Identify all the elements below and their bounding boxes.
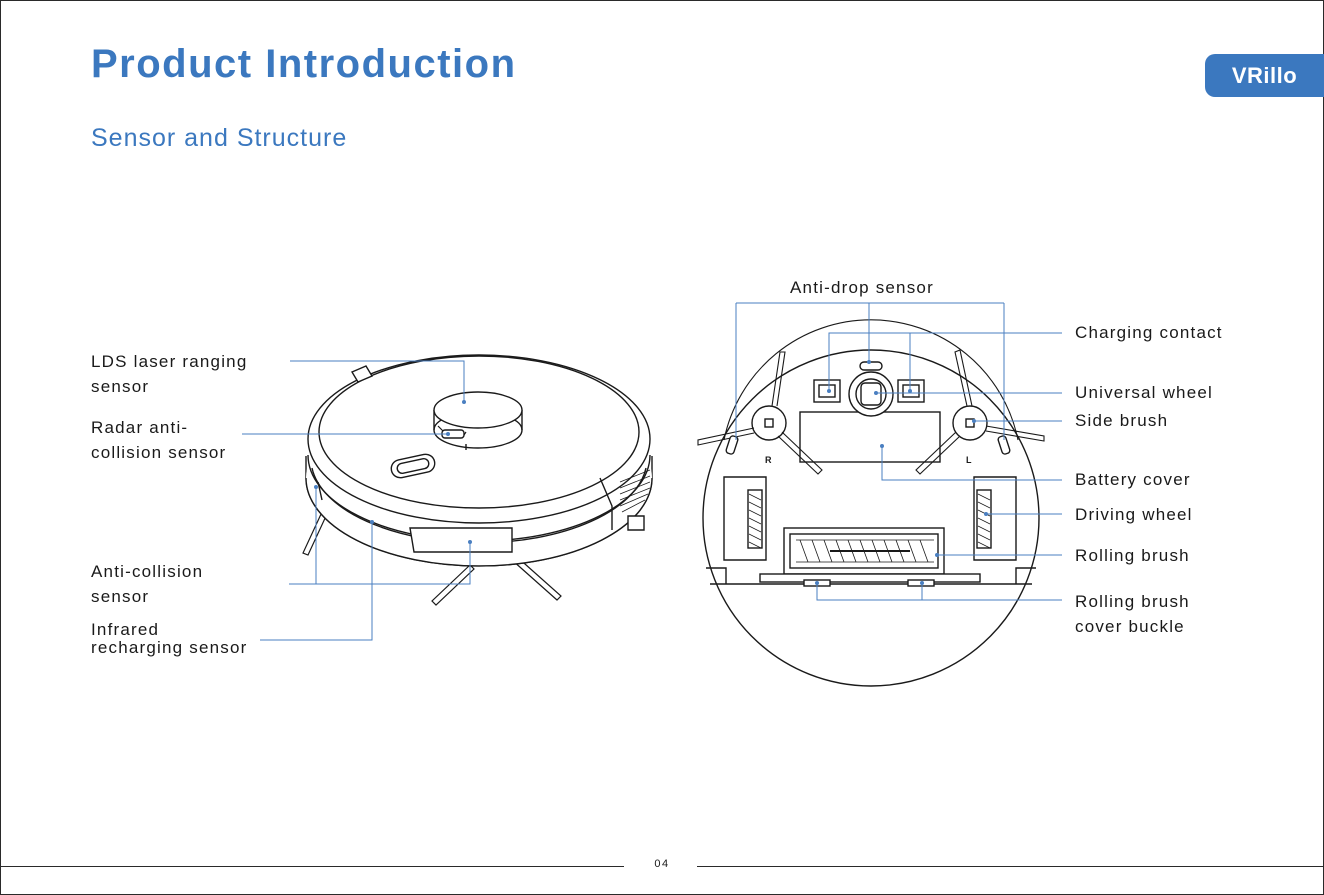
driving-wheels [723,476,1017,561]
vent-grille [619,469,651,513]
label-universal-wheel: Universal wheel [1075,383,1213,402]
rolling-brush-bristles [796,539,934,563]
label-rolling-brush-cover-line2: cover buckle [1075,617,1185,636]
leader-battery-cover [881,446,1062,481]
robot-bottom-view [697,319,1045,687]
label-charging-contact: Charging contact [1075,323,1223,342]
label-anti-drop: Anti-drop sensor [790,278,934,297]
left-leader-lines [242,360,471,641]
label-anticollision-line2: sensor [91,587,150,606]
label-lds-line2: sensor [91,377,150,396]
page-title: Product Introduction [91,42,517,86]
label-battery-cover: Battery cover [1075,470,1191,489]
leader-rolling-brush-cover [816,583,1062,601]
label-rolling-brush: Rolling brush [1075,546,1190,565]
label-lds-line1: LDS laser ranging [91,352,248,371]
label-rolling-brush-cover-line1: Rolling brush [1075,592,1190,611]
label-side-brush: Side brush [1075,411,1169,430]
leader-infrared [260,522,373,641]
marker-r: R [765,455,772,465]
section-subtitle: Sensor and Structure [91,124,348,152]
page-number: 04 [654,858,670,870]
label-radar-line1: Radar anti- [91,418,189,437]
robot-top-view [302,354,653,606]
label-radar-line2: collision sensor [91,443,227,462]
right-leader-lines [735,302,1062,601]
footer-rule-left [0,866,624,867]
label-anticollision-line1: Anti-collision [91,562,204,581]
label-driving-wheel: Driving wheel [1075,505,1193,524]
left-leader-dots [314,400,472,544]
leader-anticollision-front [289,542,471,585]
right-leader-dots [815,360,988,585]
brand-logo: VRillo [1205,54,1324,97]
side-brushes-bottom-view [697,349,1045,475]
leader-charging-contact [828,332,1062,391]
footer-rule-right [697,866,1323,867]
marker-l: L [966,455,972,465]
label-infrared-line1: Infrared [91,620,160,639]
label-infrared-line2: recharging sensor [91,638,248,657]
leader-lds [290,360,465,402]
